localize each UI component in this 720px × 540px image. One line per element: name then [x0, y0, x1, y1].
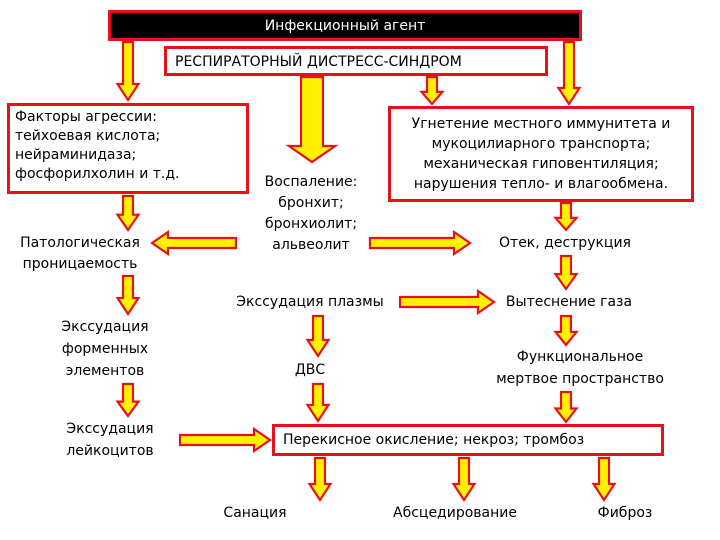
- arrow-dead-space-to-peroxidation: [553, 390, 579, 424]
- arrow-peroxidation-to-sanation: [307, 456, 333, 503]
- aggression-factors-line-3: нейраминидаза;: [15, 147, 137, 163]
- dead-space-line-2: мертвое пространство: [496, 371, 664, 387]
- arrow-inflammation-to-edema: [368, 229, 472, 257]
- arrow-aggression-to-permeability: [115, 194, 141, 232]
- immunity-suppression-line-1: Угнетение местного иммунитета и: [411, 116, 671, 132]
- arrow-permeability-to-formed-elements: [115, 274, 141, 317]
- edema-destruction-label: Отек, деструкция: [499, 235, 631, 251]
- arrow-peroxidation-to-fibrosis: [591, 456, 617, 503]
- abscess-label: Абсцедирование: [393, 505, 517, 521]
- dead-space-line-1: Функциональное: [516, 349, 644, 365]
- arrow-peroxidation-to-abscess: [451, 456, 477, 503]
- pathological-permeability-line-2: проницаемость: [22, 256, 138, 272]
- inflammation-line-2: бронхит;: [278, 195, 344, 211]
- immunity-suppression-line-2: мукоцилиарного транспорта;: [431, 136, 651, 152]
- arrow-syndrome-to-inflammation: [285, 75, 339, 164]
- peroxidation-label: Перекисное окисление; некроз; тромбоз: [283, 432, 585, 448]
- aggression-factors-line-1: Факторы агрессии:: [15, 109, 157, 125]
- arrow-formed-elements-to-leukocytes: [115, 382, 141, 418]
- arrow-gas-to-dead-space: [553, 314, 579, 347]
- fibrosis-label: Фиброз: [597, 505, 653, 521]
- formed-elements-exudation-line-2: форменных: [61, 341, 149, 357]
- aggression-factors-line-2: тейхоевая кислота;: [15, 128, 161, 144]
- infectious-agent-box: Инфекционный агент: [108, 10, 582, 41]
- immunity-suppression-box: Угнетение местного иммунитета и мукоцили…: [388, 106, 694, 202]
- pathological-permeability-line-1: Патологическая: [20, 235, 140, 251]
- arrow-leukocytes-to-peroxidation: [178, 426, 272, 454]
- plasma-exudation-label: Экссудация плазмы: [236, 294, 384, 310]
- arrow-agent-to-aggression: [115, 40, 141, 103]
- peroxidation-box: Перекисное окисление; некроз; тромбоз: [272, 424, 664, 456]
- inflammation-line-4: альвеолит: [272, 237, 350, 253]
- arrow-edema-to-gas: [553, 254, 579, 291]
- respiratory-distress-syndrome-box: РЕСПИРАТОРНЫЙ ДИСТРЕСС-СИНДРОМ: [164, 46, 548, 76]
- arrow-agent-to-immunity: [556, 40, 582, 107]
- arrow-immunity-to-edema: [553, 201, 579, 232]
- respiratory-distress-syndrome-label: РЕСПИРАТОРНЫЙ ДИСТРЕСС-СИНДРОМ: [175, 54, 462, 70]
- arrow-inflammation-to-permeability: [150, 229, 238, 257]
- sanation-label: Санация: [223, 505, 287, 521]
- aggression-factors-line-4: фосфорилхолин и т.д.: [15, 166, 180, 182]
- aggression-factors-box: Факторы агрессии: тейхоевая кислота; ней…: [7, 103, 249, 194]
- formed-elements-exudation-line-3: элементов: [65, 363, 145, 379]
- infectious-agent-label: Инфекционный агент: [264, 18, 426, 34]
- immunity-suppression-line-3: механическая гиповентиляция;: [423, 156, 659, 172]
- leukocyte-exudation-line-1: Экссудация: [66, 421, 154, 437]
- dvs-label: ДВС: [294, 362, 326, 378]
- immunity-suppression-line-4: нарушения тепло- и влагообмена.: [413, 176, 669, 192]
- inflammation-line-1: Воспаление:: [264, 174, 358, 190]
- arrow-dvs-to-peroxidation: [305, 382, 331, 424]
- gas-displacement-label: Вытеснение газа: [505, 294, 633, 310]
- inflammation-line-3: бронхиолит;: [264, 216, 358, 232]
- arrow-plasma-to-dvs: [305, 314, 331, 359]
- arrow-plasma-to-gas: [398, 288, 496, 316]
- arrow-syndrome-to-immunity: [419, 75, 445, 106]
- formed-elements-exudation-line-1: Экссудация: [61, 319, 149, 335]
- leukocyte-exudation-line-2: лейкоцитов: [66, 443, 154, 459]
